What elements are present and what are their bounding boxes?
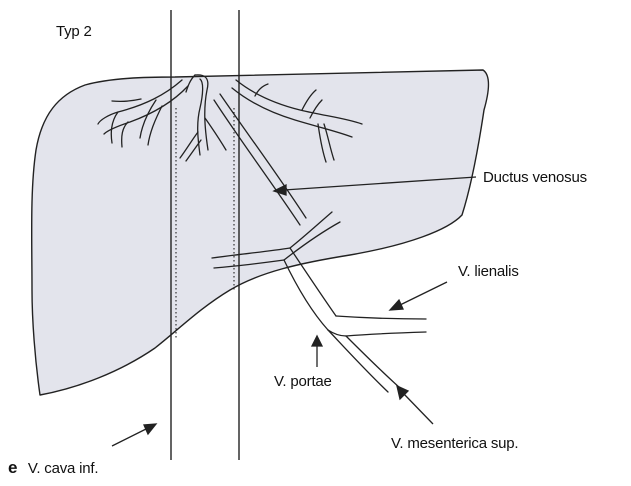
- label-ductus-venosus: Ductus venosus: [483, 170, 587, 185]
- arrowhead-v-cava: [144, 424, 156, 434]
- arrow-v-cava: [112, 428, 148, 446]
- arrow-v-lienalis: [398, 282, 447, 306]
- label-v-mesenterica-sup: V. mesenterica sup.: [391, 436, 518, 451]
- label-v-lienalis: V. lienalis: [458, 264, 519, 279]
- label-v-cava-inf: V. cava inf.: [28, 461, 98, 476]
- liver-outline: [32, 70, 489, 395]
- label-v-portae: V. portae: [274, 374, 332, 389]
- panel-letter: e: [8, 459, 17, 476]
- arrowhead-v-portae: [312, 336, 322, 346]
- type-label: Typ 2: [56, 24, 92, 39]
- arrowhead-v-lienalis: [390, 300, 403, 310]
- caption-row: e V. cava inf.: [8, 459, 98, 477]
- arrow-v-mesenterica: [403, 393, 433, 424]
